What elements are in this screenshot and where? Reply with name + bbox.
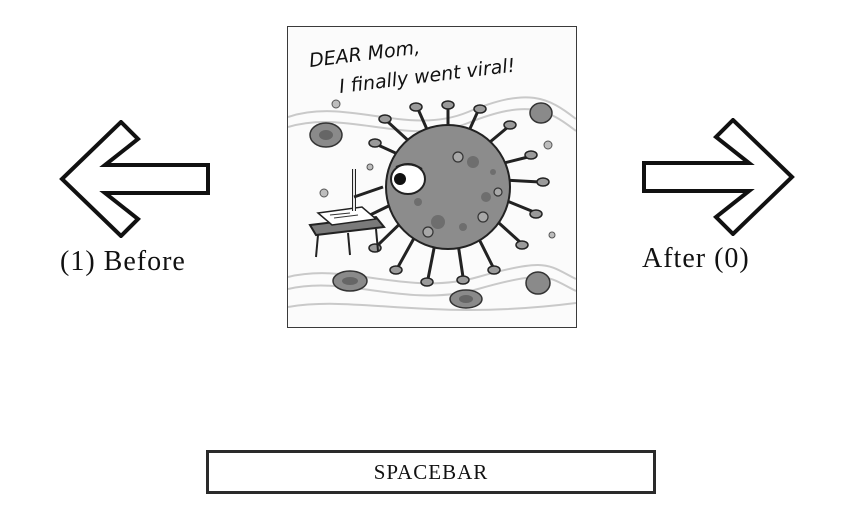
before-label: (1) Before: [60, 246, 186, 277]
before-arrow-button[interactable]: [58, 120, 212, 238]
cartoon-image: DEAR Mom, I finally went viral!: [287, 26, 577, 328]
after-arrow-button[interactable]: [640, 118, 796, 236]
spacebar-label: SPACEBAR: [373, 459, 489, 484]
right-arrow-icon: [642, 118, 795, 236]
virus-cartoon-illustration: DEAR Mom, I finally went viral!: [288, 37, 576, 312]
spacebar-button[interactable]: SPACEBAR: [206, 450, 656, 494]
cartoon-caption-line-1: DEAR Mom,: [308, 37, 421, 72]
after-label: After (0): [642, 243, 750, 274]
left-arrow-icon: [59, 120, 210, 238]
